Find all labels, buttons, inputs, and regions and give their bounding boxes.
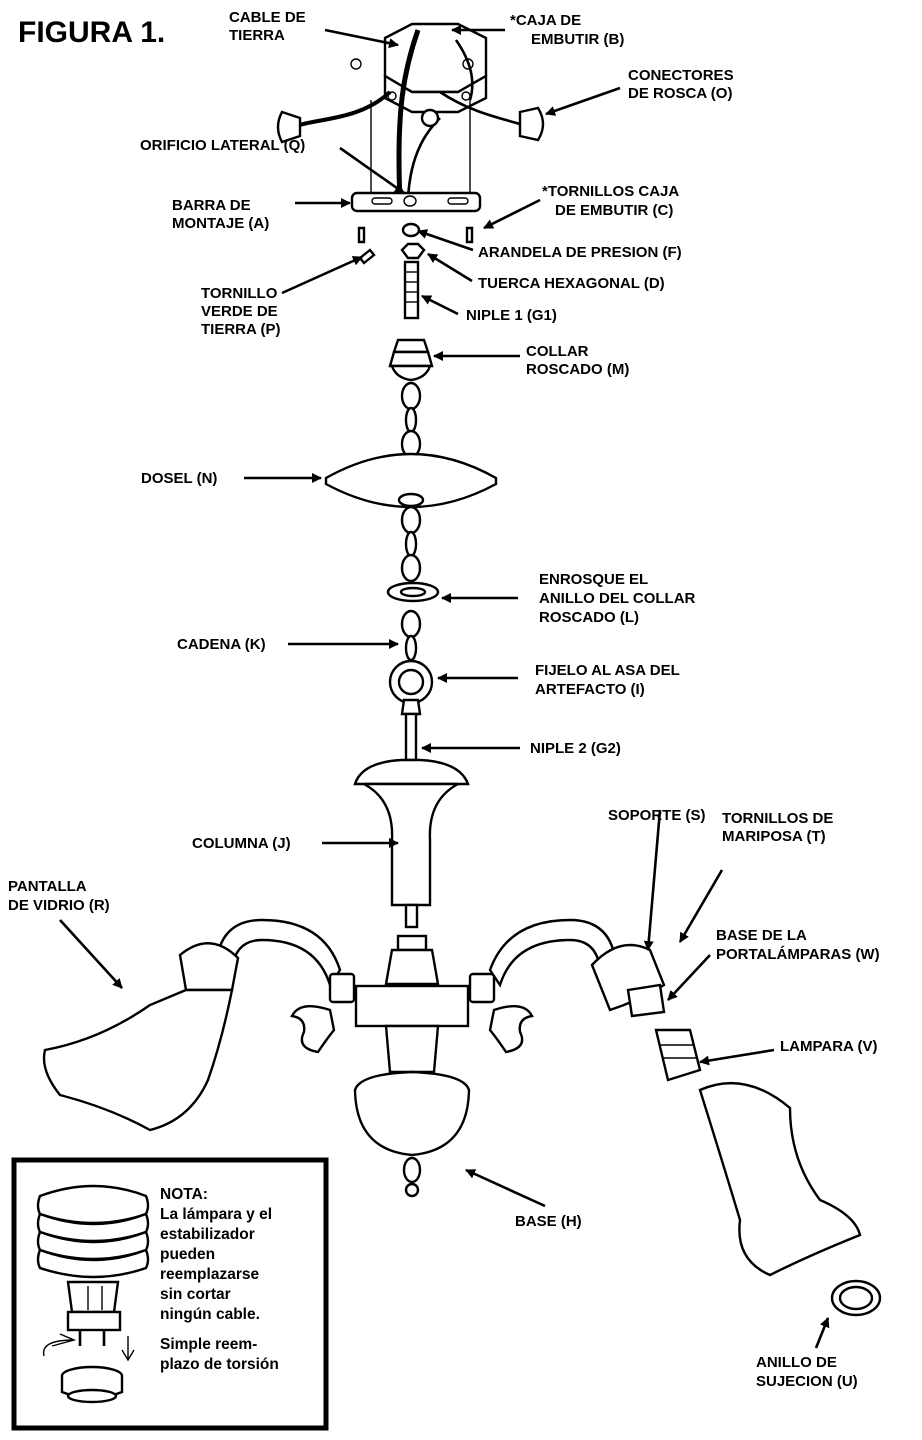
label-dosel: DOSEL (N) <box>141 470 217 487</box>
figure-title: FIGURA 1. <box>18 16 165 49</box>
label-caja-embutir: *CAJA DE EMBUTIR (B) <box>510 12 624 48</box>
label-columna: COLUMNA (J) <box>192 835 291 852</box>
label-pantalla: PANTALLA DE VIDRIO (R) <box>8 878 110 914</box>
label-cable-tierra: CABLE DE TIERRA <box>229 9 310 44</box>
chain-lower <box>400 505 422 583</box>
right-shade <box>698 1081 862 1277</box>
label-arandela: ARANDELA DE PRESION (F) <box>478 244 682 261</box>
label-tornillos-caja: *TORNILLOS CAJA DE EMBUTIR (C) <box>542 183 683 219</box>
chain-upper <box>400 381 422 459</box>
threaded-collar <box>388 338 434 382</box>
left-shade <box>42 942 240 1132</box>
label-niple2: NIPLE 2 (G2) <box>530 740 621 757</box>
fixture-loop <box>388 659 434 716</box>
mounting-bar <box>350 191 482 213</box>
note-footer: Simple reem- plazo de torsión <box>160 1336 279 1373</box>
label-anillo: ANILLO DE SUJECION (U) <box>756 1354 858 1390</box>
label-base-portalamparas: BASE DE LA PORTALÁMPARAS (W) <box>716 927 880 963</box>
right-socket <box>590 943 666 1018</box>
label-barra: BARRA DE MONTAJE (A) <box>172 197 269 232</box>
label-soporte: SOPORTE (S) <box>608 807 706 824</box>
label-tuerca: TUERCA HEXAGONAL (D) <box>478 275 665 292</box>
label-cadena: CADENA (K) <box>177 636 266 653</box>
label-conectores: CONECTORES DE ROSCA (O) <box>628 67 738 102</box>
canopy <box>324 452 498 509</box>
part-labels: CABLE DE TIERRA *CAJA DE EMBUTIR (B) CON… <box>8 9 880 1390</box>
label-niple1: NIPLE 1 (G1) <box>466 307 557 324</box>
label-lampara: LAMPARA (V) <box>780 1038 878 1055</box>
label-tornillo-verde: TORNILLO VERDE DE TIERRA (P) <box>201 285 282 338</box>
right-lamp <box>654 1028 702 1082</box>
center-body <box>353 934 471 1198</box>
outlet-box <box>350 22 488 114</box>
nipple-1 <box>403 260 420 320</box>
note-box: NOTA: La lámpara y el estabilizador pued… <box>11 1157 329 1431</box>
label-fijelo: FIJELO AL ASA DEL ARTEFACTO (I) <box>535 662 684 698</box>
note-body: La lámpara y el estabilizador pueden ree… <box>160 1206 276 1323</box>
label-orificio: ORIFICIO LATERAL (Q) <box>140 137 305 154</box>
retaining-ring <box>830 1279 882 1317</box>
label-tornillos-mariposa: TORNILLOS DE MARIPOSA (T) <box>722 810 838 845</box>
collar-ring <box>386 581 440 603</box>
cfl-bulb-icon <box>36 1184 150 1404</box>
leader-lines <box>59 25 830 1349</box>
label-collar: COLLAR ROSCADO (M) <box>526 343 629 378</box>
column <box>353 758 470 929</box>
wire-nut-right <box>518 106 545 142</box>
label-enrosque: ENROSQUE EL ANILLO DEL COLLAR ROSCADO (L… <box>539 571 700 626</box>
note-heading: NOTA: <box>160 1186 208 1203</box>
wire-nut-left <box>276 110 302 144</box>
label-base: BASE (H) <box>515 1213 582 1230</box>
